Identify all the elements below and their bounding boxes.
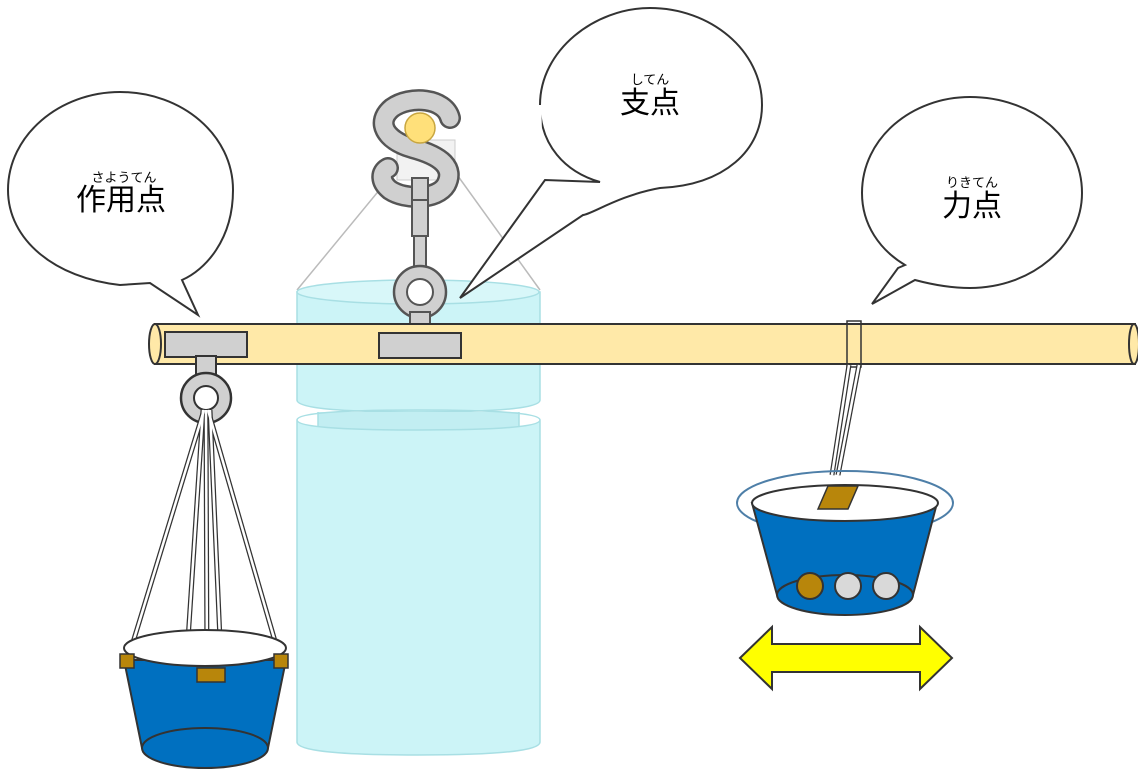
effort-bucket	[736, 470, 954, 616]
load-callout: さようてん 作用点	[6, 90, 235, 318]
effort-label: 力点	[942, 189, 1002, 224]
fulcrum-base-plate	[378, 332, 462, 359]
load-label: 作用点	[76, 183, 166, 218]
fulcrum-label: 支点	[620, 86, 680, 121]
fulcrum-callout: してん 支点	[459, 6, 764, 299]
lever-bar	[148, 323, 1138, 365]
fulcrum-ruby: してん	[631, 73, 670, 88]
double-arrow-icon	[738, 624, 954, 692]
effort-ruby: りきてん	[946, 176, 998, 191]
weight-gray	[834, 572, 862, 600]
weight-brown	[796, 572, 824, 600]
effort-callout: りきてん 力点	[860, 95, 1084, 305]
weight-gray	[872, 572, 900, 600]
s-hook-icon	[371, 89, 461, 208]
load-ruby: さようてん	[91, 171, 156, 186]
load-point-plate	[164, 331, 248, 358]
effort-string	[829, 320, 862, 476]
load-bucket	[119, 355, 289, 769]
